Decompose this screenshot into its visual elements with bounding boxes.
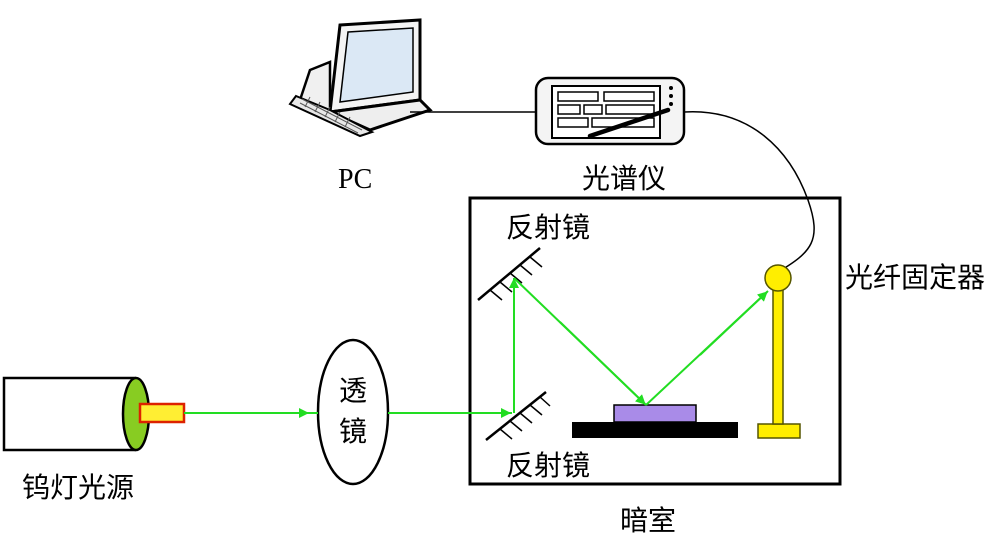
spectrometer-icon: [534, 76, 686, 146]
sample-stage: [572, 422, 738, 438]
lens-label-line1: 透: [339, 374, 367, 407]
light-beam: [184, 277, 769, 418]
fiber-holder-icon: [757, 264, 801, 439]
mirror-icon: [485, 391, 551, 441]
laptop-icon: [288, 18, 433, 138]
mirror-top-label: 反射镜: [506, 211, 590, 244]
sample: [613, 404, 697, 423]
lens-label-line2: 镜: [339, 415, 367, 448]
lens-icon: [316, 338, 390, 486]
spectrometer-label: 光谱仪: [582, 162, 666, 195]
mirror-bottom-label: 反射镜: [506, 449, 590, 482]
darkroom-label: 暗室: [620, 504, 676, 537]
fiber-holder-label: 光纤固定器: [845, 261, 985, 294]
tungsten-lamp-icon: [2, 376, 186, 452]
lamp-label: 钨灯光源: [22, 471, 134, 504]
optical-fiber: [683, 111, 815, 273]
pc-label: PC: [338, 164, 372, 195]
darkroom-box: [468, 196, 842, 486]
mirror-icon: [477, 247, 543, 301]
